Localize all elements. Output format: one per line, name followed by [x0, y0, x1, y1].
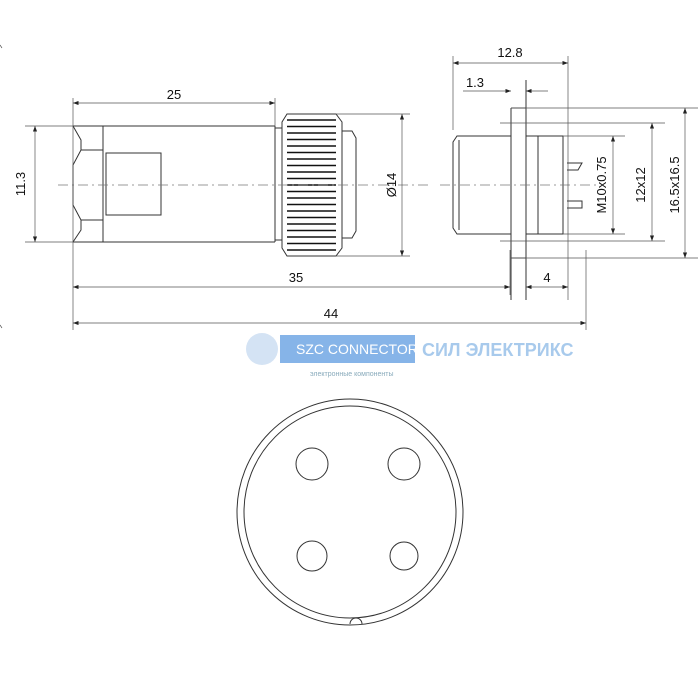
- watermark: SZC CONNECTOR СИЛ ЭЛЕКТРИКС электронные …: [246, 333, 573, 378]
- dim-12x12: 12x12: [633, 167, 648, 202]
- pin-hole-3: [296, 540, 328, 572]
- dimension-lines: [25, 56, 698, 330]
- dim-11-3: 11.3: [13, 172, 28, 196]
- dim-25: 25: [167, 87, 181, 102]
- dim-4: 4: [543, 270, 550, 285]
- dim-1-3: 1.3: [466, 75, 484, 90]
- dim-16-5: 16.5x16.5: [667, 156, 682, 213]
- pin-hole-2: [387, 447, 421, 481]
- watermark-tagline: электронные компоненты: [310, 371, 394, 378]
- pin-hole-1: [295, 447, 329, 481]
- dim-diameter-14: Ø14: [384, 173, 399, 198]
- knurled-nut: [281, 113, 343, 257]
- dim-44: 44: [324, 306, 338, 321]
- socket-side-view: [452, 80, 583, 300]
- watermark-brand: СИЛ ЭЛЕКТРИКС: [422, 340, 573, 360]
- watermark-label: SZC CONNECTOR: [296, 341, 418, 357]
- dim-35: 35: [289, 270, 303, 285]
- key-notch: [349, 617, 363, 625]
- connector-front-view: [236, 398, 464, 626]
- dim-12-8: 12.8: [497, 45, 522, 60]
- plug-side-view: [72, 113, 357, 257]
- dim-thread: M10x0.75: [594, 156, 609, 213]
- pin-hole-4: [389, 541, 419, 571]
- watermark-logo: [246, 333, 278, 365]
